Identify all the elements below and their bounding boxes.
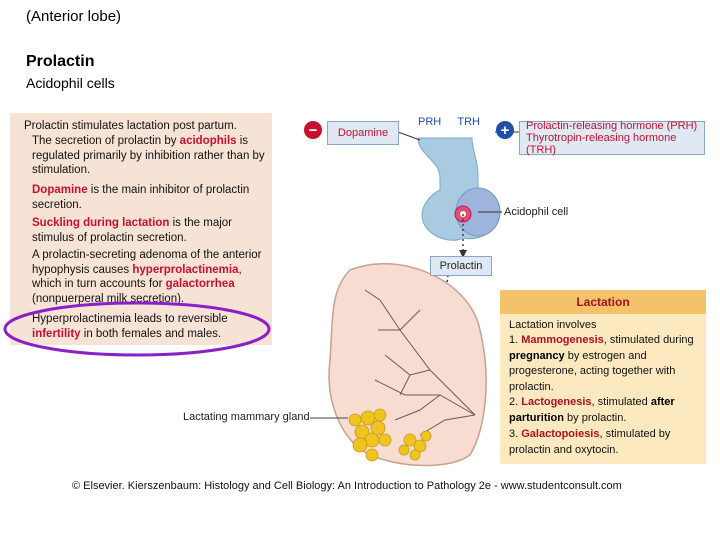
- dopamine-pointer-line: [397, 131, 421, 141]
- title-prolactin: Prolactin: [26, 53, 95, 70]
- lactation-header: Lactation: [500, 290, 706, 314]
- copyright-credit: © Elsevier. Kierszenbaum: Histology and …: [72, 480, 622, 492]
- subtitle-acidophil-cells: Acidophil cells: [26, 75, 115, 91]
- lactation-intro: Lactation involves: [509, 319, 597, 331]
- acidophil-cell-label: Acidophil cell: [504, 206, 569, 218]
- minus-inhibit-icon: −: [304, 121, 322, 139]
- prh-trh-labels: PRH TRH: [418, 114, 480, 130]
- dopamine-label: Dopamine: [327, 121, 399, 145]
- prolactin-text-panel: Prolactin stimulates lactation post part…: [10, 113, 272, 345]
- highlight-oval: [3, 301, 271, 357]
- prolactin-label: Prolactin: [430, 256, 492, 276]
- text-suckling-stimulus: Suckling during lactation is the major s…: [32, 217, 233, 244]
- plus-stimulate-icon: +: [496, 121, 514, 139]
- prh-label: PRH: [418, 116, 442, 128]
- text-lactation-postpartum: Prolactin stimulates lactation post part…: [24, 120, 237, 132]
- subtitle-anterior-lobe: (Anterior lobe): [26, 8, 122, 25]
- lactation-item-lactogenesis: 2. Lactogenesis, stimulated after partur…: [509, 396, 675, 424]
- releasing-hormones-box: Prolactin-releasing hormone (PRH) Thyrot…: [519, 120, 705, 156]
- text-dopamine-inhibitor: Dopamine is the main inhibitor of prolac…: [32, 184, 250, 211]
- prh-full-label: Prolactin-releasing hormone (PRH): [526, 120, 698, 132]
- mammary-ducts: [364, 289, 476, 436]
- text-infertility: Hyperprolactinemia leads to reversible i…: [32, 313, 228, 340]
- mammary-gland-label: Lactating mammary gland: [183, 411, 310, 423]
- trh-label: TRH: [457, 116, 480, 128]
- lactation-item-galactopoiesis: 3. Galactopoiesis, stimulated by prolact…: [509, 428, 671, 456]
- mammary-lobules: [348, 408, 432, 462]
- prolactin-arrow-head: [459, 250, 467, 258]
- text-acidophil-secretion: The secretion of prolactin by acidophils…: [32, 135, 265, 176]
- trh-full-label: Thyrotropin-releasing hormone (TRH): [526, 132, 677, 156]
- lactation-item-mammogenesis: 1. Mammogenesis, stimulated during pregn…: [509, 334, 694, 393]
- text-adenoma: A prolactin-secreting adenoma of the ant…: [32, 249, 262, 305]
- lactation-panel: Lactation involves 1. Mammogenesis, stim…: [500, 314, 706, 464]
